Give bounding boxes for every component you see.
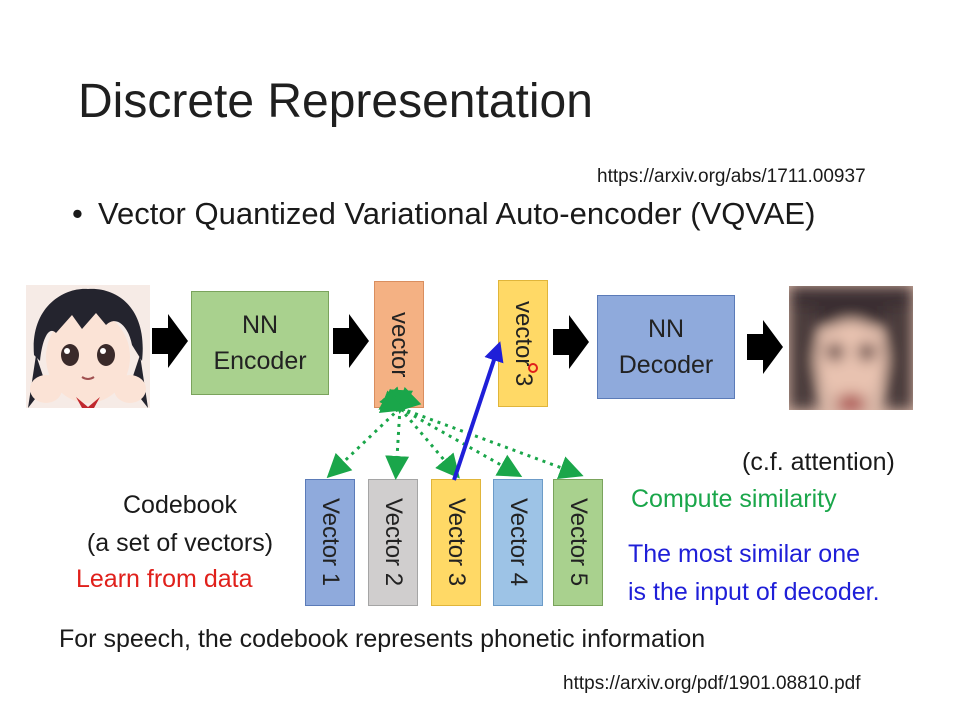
most-similar-label: The most similar one is the input of dec… [628, 535, 880, 611]
codebook-vector-4: Vector 4 [493, 479, 543, 606]
decoder-label-line2: Decoder [618, 351, 714, 379]
similarity-arrow [379, 386, 460, 479]
codebook-vector-5: Vector 5 [553, 479, 603, 606]
bullet-item: • Vector Quantized Variational Auto-encod… [72, 196, 815, 232]
similarity-arrow [378, 390, 584, 479]
nn-encoder-box: NN Encoder [191, 291, 329, 395]
arrow-right-icon [152, 314, 188, 368]
codebook-vector-1: Vector 1 [305, 479, 355, 606]
codebook-vector-label: Vector 4 [505, 498, 532, 587]
codebook-label: Codebook (a set of vectors) [70, 486, 290, 562]
decoder-label-line1: NN [647, 315, 685, 343]
codebook-subtitle: (a set of vectors) [86, 529, 274, 557]
slide-title: Discrete Representation [78, 75, 593, 128]
similarity-arrow [326, 386, 422, 479]
codebook-vector-label: Vector 1 [317, 498, 344, 587]
reference-link-bottom[interactable]: https://arxiv.org/pdf/1901.08810.pdf [563, 673, 861, 694]
reference-link-top[interactable]: https://arxiv.org/abs/1711.00937 [597, 166, 866, 187]
similarity-arrow [385, 389, 414, 480]
compute-similarity-label: Compute similarity [631, 485, 837, 513]
codebook-vector-3: Vector 3 [431, 479, 481, 606]
cf-attention-label: (c.f. attention) [742, 448, 895, 476]
learn-from-data-label: Learn from data [76, 565, 253, 593]
input-anime-image [26, 285, 150, 408]
arrow-right-icon [333, 314, 369, 368]
speech-note: For speech, the codebook represents phon… [59, 625, 706, 653]
most-similar-line2: is the input of decoder. [628, 578, 880, 606]
encoder-label-line1: NN [241, 311, 279, 339]
bullet-marker: • [72, 196, 83, 231]
codebook-vector-2: Vector 2 [368, 479, 418, 606]
arrow-right-icon [553, 315, 589, 369]
encoder-output-vector-label: vector [386, 311, 413, 378]
similarity-arrow [378, 388, 523, 477]
codebook-vector-label: Vector 2 [380, 498, 407, 587]
arrow-right-icon [747, 320, 783, 374]
encoder-output-vector: vector [374, 281, 424, 408]
output-blurry-image [789, 286, 913, 410]
encoder-label-line2: Encoder [213, 347, 307, 375]
codebook-title: Codebook [123, 491, 237, 519]
selected-vector: vector 3 [498, 280, 548, 407]
selected-vector-label: vector 3 [510, 300, 537, 387]
codebook-vector-label: Vector 3 [443, 498, 470, 587]
most-similar-line1: The most similar one [628, 540, 861, 568]
bullet-text: Vector Quantized Variational Auto-encode… [98, 196, 816, 231]
nn-decoder-box: NN Decoder [597, 295, 735, 399]
codebook-vector-label: Vector 5 [565, 498, 592, 587]
selection-arrow [452, 341, 504, 481]
